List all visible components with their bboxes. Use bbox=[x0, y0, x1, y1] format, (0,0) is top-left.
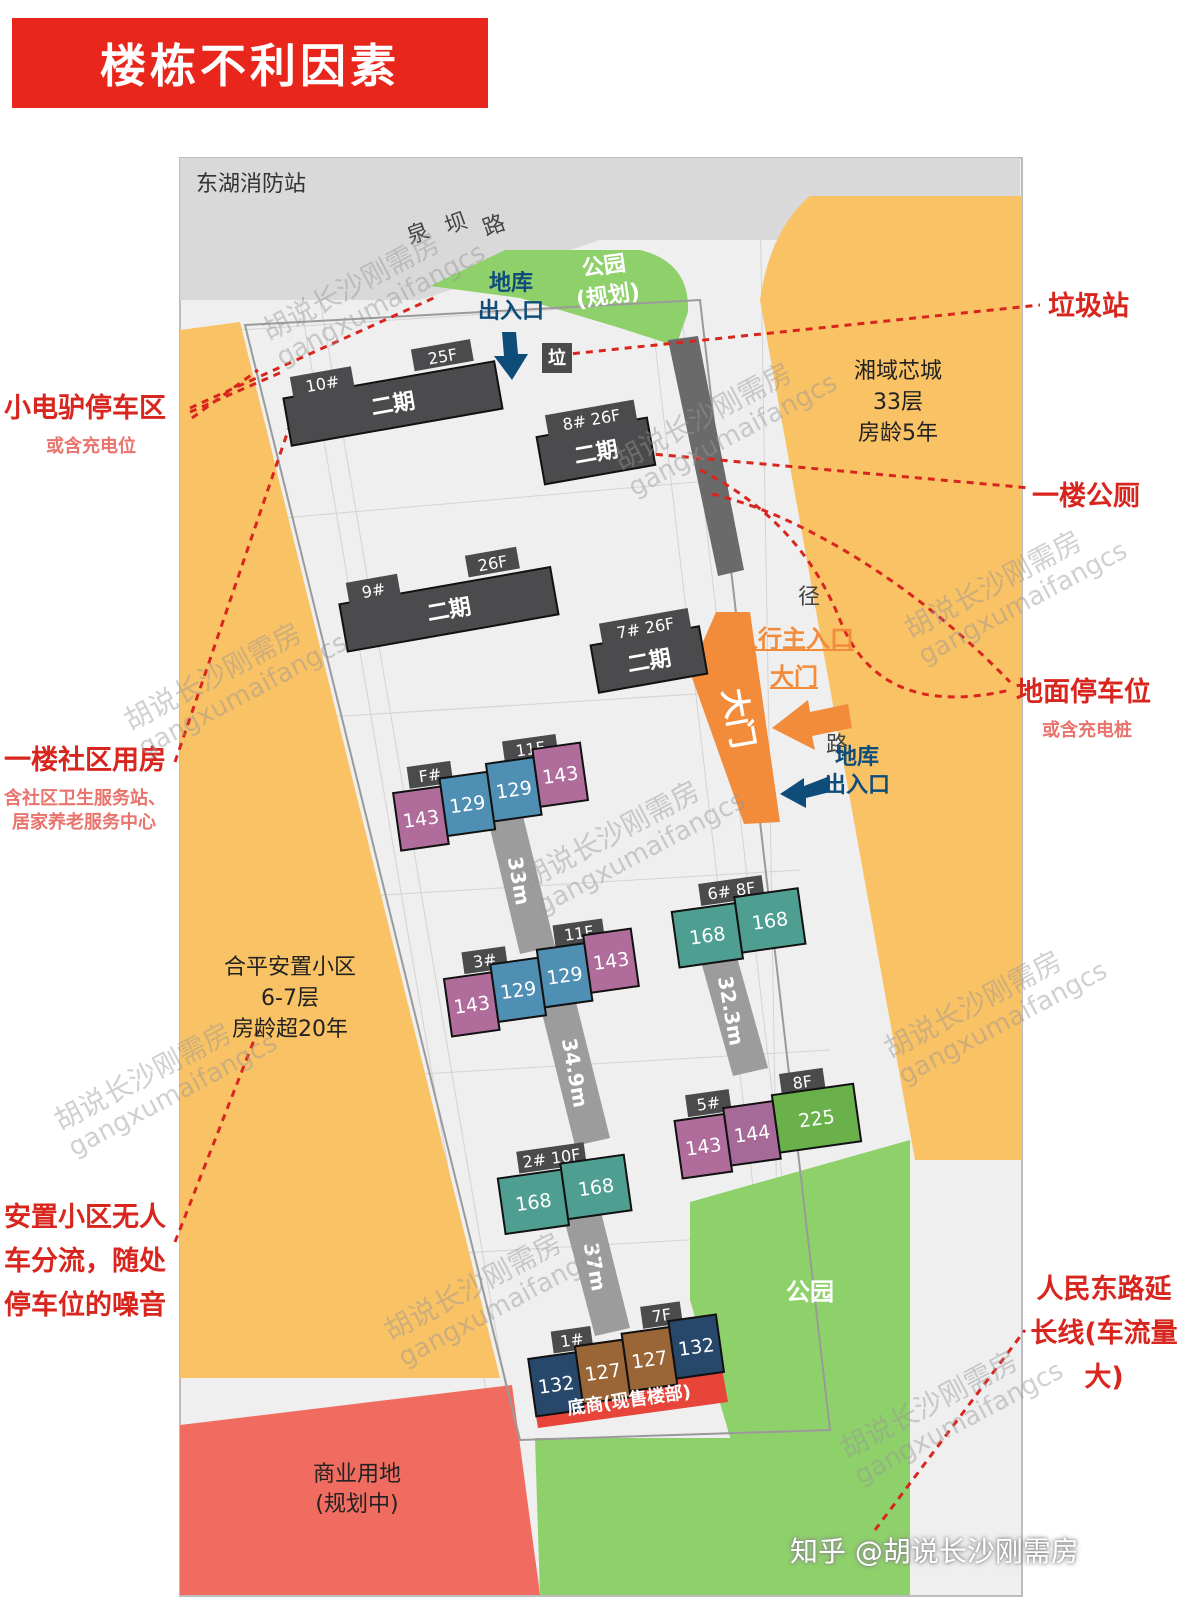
ebike-parking-annotation: 小电驴停车区 bbox=[4, 393, 166, 424]
park-label: 公园 bbox=[786, 1278, 834, 1306]
building-9-number: 9# bbox=[360, 579, 387, 602]
building-4-unit: 129 bbox=[448, 791, 487, 818]
annotation-lines bbox=[173, 294, 1041, 1531]
building-4-unit: 143 bbox=[402, 806, 441, 833]
xiangyu-label-line: 湘域芯城 bbox=[853, 359, 942, 384]
building-2-unit: 168 bbox=[514, 1189, 553, 1216]
garage-top-label-line: 出入口 bbox=[478, 299, 545, 324]
heping-residential-area bbox=[180, 322, 500, 1378]
building-5: 5# 8F 143 144 225 bbox=[673, 1067, 863, 1180]
building-1-unit: 127 bbox=[583, 1359, 622, 1386]
noise-annotation-line: 安置小区无人 bbox=[4, 1202, 166, 1233]
building-9: 9# 26F 二期 bbox=[338, 546, 560, 653]
building-1-unit: 132 bbox=[537, 1372, 576, 1399]
building-9-floors: 26F bbox=[476, 552, 508, 576]
ebike-parking-sub: 或含充电位 bbox=[46, 436, 136, 457]
xiangyu-residential-area bbox=[760, 196, 1022, 1160]
xiangyu-label-line: 房龄5年 bbox=[858, 421, 938, 446]
ground-parking-sub: 或含充电桩 bbox=[1042, 720, 1132, 741]
building-3-unit: 129 bbox=[499, 977, 538, 1004]
garage-top-label: 地库 出入口 bbox=[478, 270, 544, 326]
community-room-sub: 居家养老服务中心 bbox=[12, 812, 156, 833]
building-5-unit: 225 bbox=[797, 1106, 836, 1133]
main-gate-arrow bbox=[772, 700, 852, 750]
planned-park-label: 公园 (规划) bbox=[570, 248, 642, 316]
page-title: 楼栋不利因素 bbox=[12, 18, 488, 108]
xiangyu-label: 湘域芯城 33层 房龄5年 bbox=[838, 356, 958, 449]
building-4-unit: 143 bbox=[541, 762, 580, 789]
road-right-char: 径 bbox=[798, 585, 820, 610]
heping-label-line: 房龄超20年 bbox=[232, 1017, 348, 1042]
noise-annotation-line: 停车位的噪音 bbox=[4, 1290, 166, 1321]
building-3-unit: 129 bbox=[545, 963, 584, 990]
heping-label: 合平安置小区 6-7层 房龄超20年 bbox=[210, 952, 370, 1045]
building-1-floors: 7F bbox=[651, 1305, 673, 1327]
building-5-unit: 143 bbox=[684, 1134, 723, 1161]
trash-station-annotation: 垃圾站 bbox=[1048, 291, 1129, 322]
building-4-number: F# bbox=[417, 764, 442, 786]
garage-right-label: 地库 出入口 bbox=[824, 744, 890, 800]
road-traffic-annotation-line: 长线(车流量 bbox=[1030, 1318, 1178, 1349]
pedestrian-entrance-line: 大门 bbox=[770, 663, 818, 691]
pedestrian-entrance-line: 人行主入口 bbox=[734, 625, 854, 653]
building-3: 3# 11F 143 129 129 143 bbox=[442, 918, 640, 1038]
heping-label-line: 6-7层 bbox=[261, 986, 319, 1011]
commercial-land-label-line: 商业用地 bbox=[312, 1462, 401, 1487]
site-boundary bbox=[243, 298, 832, 1442]
east-strip bbox=[668, 336, 744, 576]
noise-annotation-line: 车分流，随处 bbox=[4, 1246, 166, 1277]
building-5-unit: 144 bbox=[733, 1121, 772, 1148]
commercial-land-label-line: (规划中) bbox=[315, 1492, 399, 1517]
building-6: 6# 8F 168 168 bbox=[670, 875, 807, 969]
building-1: 1# 7F 132 127 127 132 bbox=[527, 1301, 726, 1418]
building-4-unit: 129 bbox=[494, 777, 533, 804]
commercial-land-area bbox=[180, 1385, 540, 1595]
building-8: 8# 26F 二期 bbox=[535, 399, 657, 486]
main-gate-block bbox=[690, 612, 780, 824]
ground-parking-annotation: 地面停车位 bbox=[1016, 677, 1151, 708]
building-6-unit: 168 bbox=[688, 923, 727, 950]
commercial-land-label: 商业用地 (规划中) bbox=[282, 1460, 432, 1520]
garage-right-arrow bbox=[780, 776, 830, 808]
building-2: 2# 10F 168 168 bbox=[496, 1142, 633, 1236]
garage-right-label-line: 地库 bbox=[835, 745, 880, 770]
garage-top-label-line: 地库 bbox=[489, 271, 534, 296]
building-3-unit: 143 bbox=[592, 948, 631, 975]
garage-right-label-line: 出入口 bbox=[824, 773, 891, 798]
trash-box bbox=[542, 343, 572, 373]
footer-credit: 知乎 @胡说长沙刚需房 bbox=[790, 1535, 1079, 1568]
building-10-floors: 25F bbox=[426, 345, 458, 369]
fire-station-area bbox=[180, 158, 1020, 300]
road-traffic-annotation: 人民东路延 长线(车流量 大) bbox=[1012, 1268, 1196, 1400]
building-4: F# 11F 143 129 129 143 bbox=[391, 733, 590, 852]
planned-park-area bbox=[430, 250, 689, 346]
building-2-unit: 168 bbox=[577, 1175, 616, 1202]
fire-station-label: 东湖消防站 bbox=[196, 172, 307, 197]
green-strip bbox=[535, 1438, 840, 1595]
pedestrian-entrance-label: 人行主入口 大门 bbox=[734, 620, 854, 696]
spacing-bars bbox=[488, 812, 768, 1336]
building-5-number: 5# bbox=[695, 1093, 721, 1115]
building-10: 10# 25F 二期 bbox=[282, 339, 504, 447]
building-3-unit: 143 bbox=[452, 992, 491, 1019]
road-traffic-annotation-line: 人民东路延 bbox=[1036, 1274, 1172, 1305]
public-toilet-annotation: 一楼公厕 bbox=[1032, 481, 1140, 512]
community-room-annotation: 一楼社区用房 bbox=[4, 745, 166, 776]
trash-mark: 垃 bbox=[548, 347, 566, 369]
community-room-sub: 含社区卫生服务站、 bbox=[4, 788, 166, 809]
building-1-unit: 127 bbox=[630, 1347, 669, 1374]
building-1-unit: 132 bbox=[677, 1334, 716, 1361]
building-6-unit: 168 bbox=[751, 908, 790, 935]
building-5-floors: 8F bbox=[791, 1072, 813, 1094]
road-right-char: 路 bbox=[826, 733, 848, 758]
road-traffic-annotation-line: 大) bbox=[1084, 1362, 1124, 1393]
garage-top-arrow bbox=[494, 332, 528, 380]
xiangyu-label-line: 33层 bbox=[873, 390, 923, 415]
noise-annotation: 安置小区无人 车分流，随处 停车位的噪音 bbox=[4, 1196, 166, 1328]
heping-label-line: 合平安置小区 bbox=[223, 955, 356, 980]
